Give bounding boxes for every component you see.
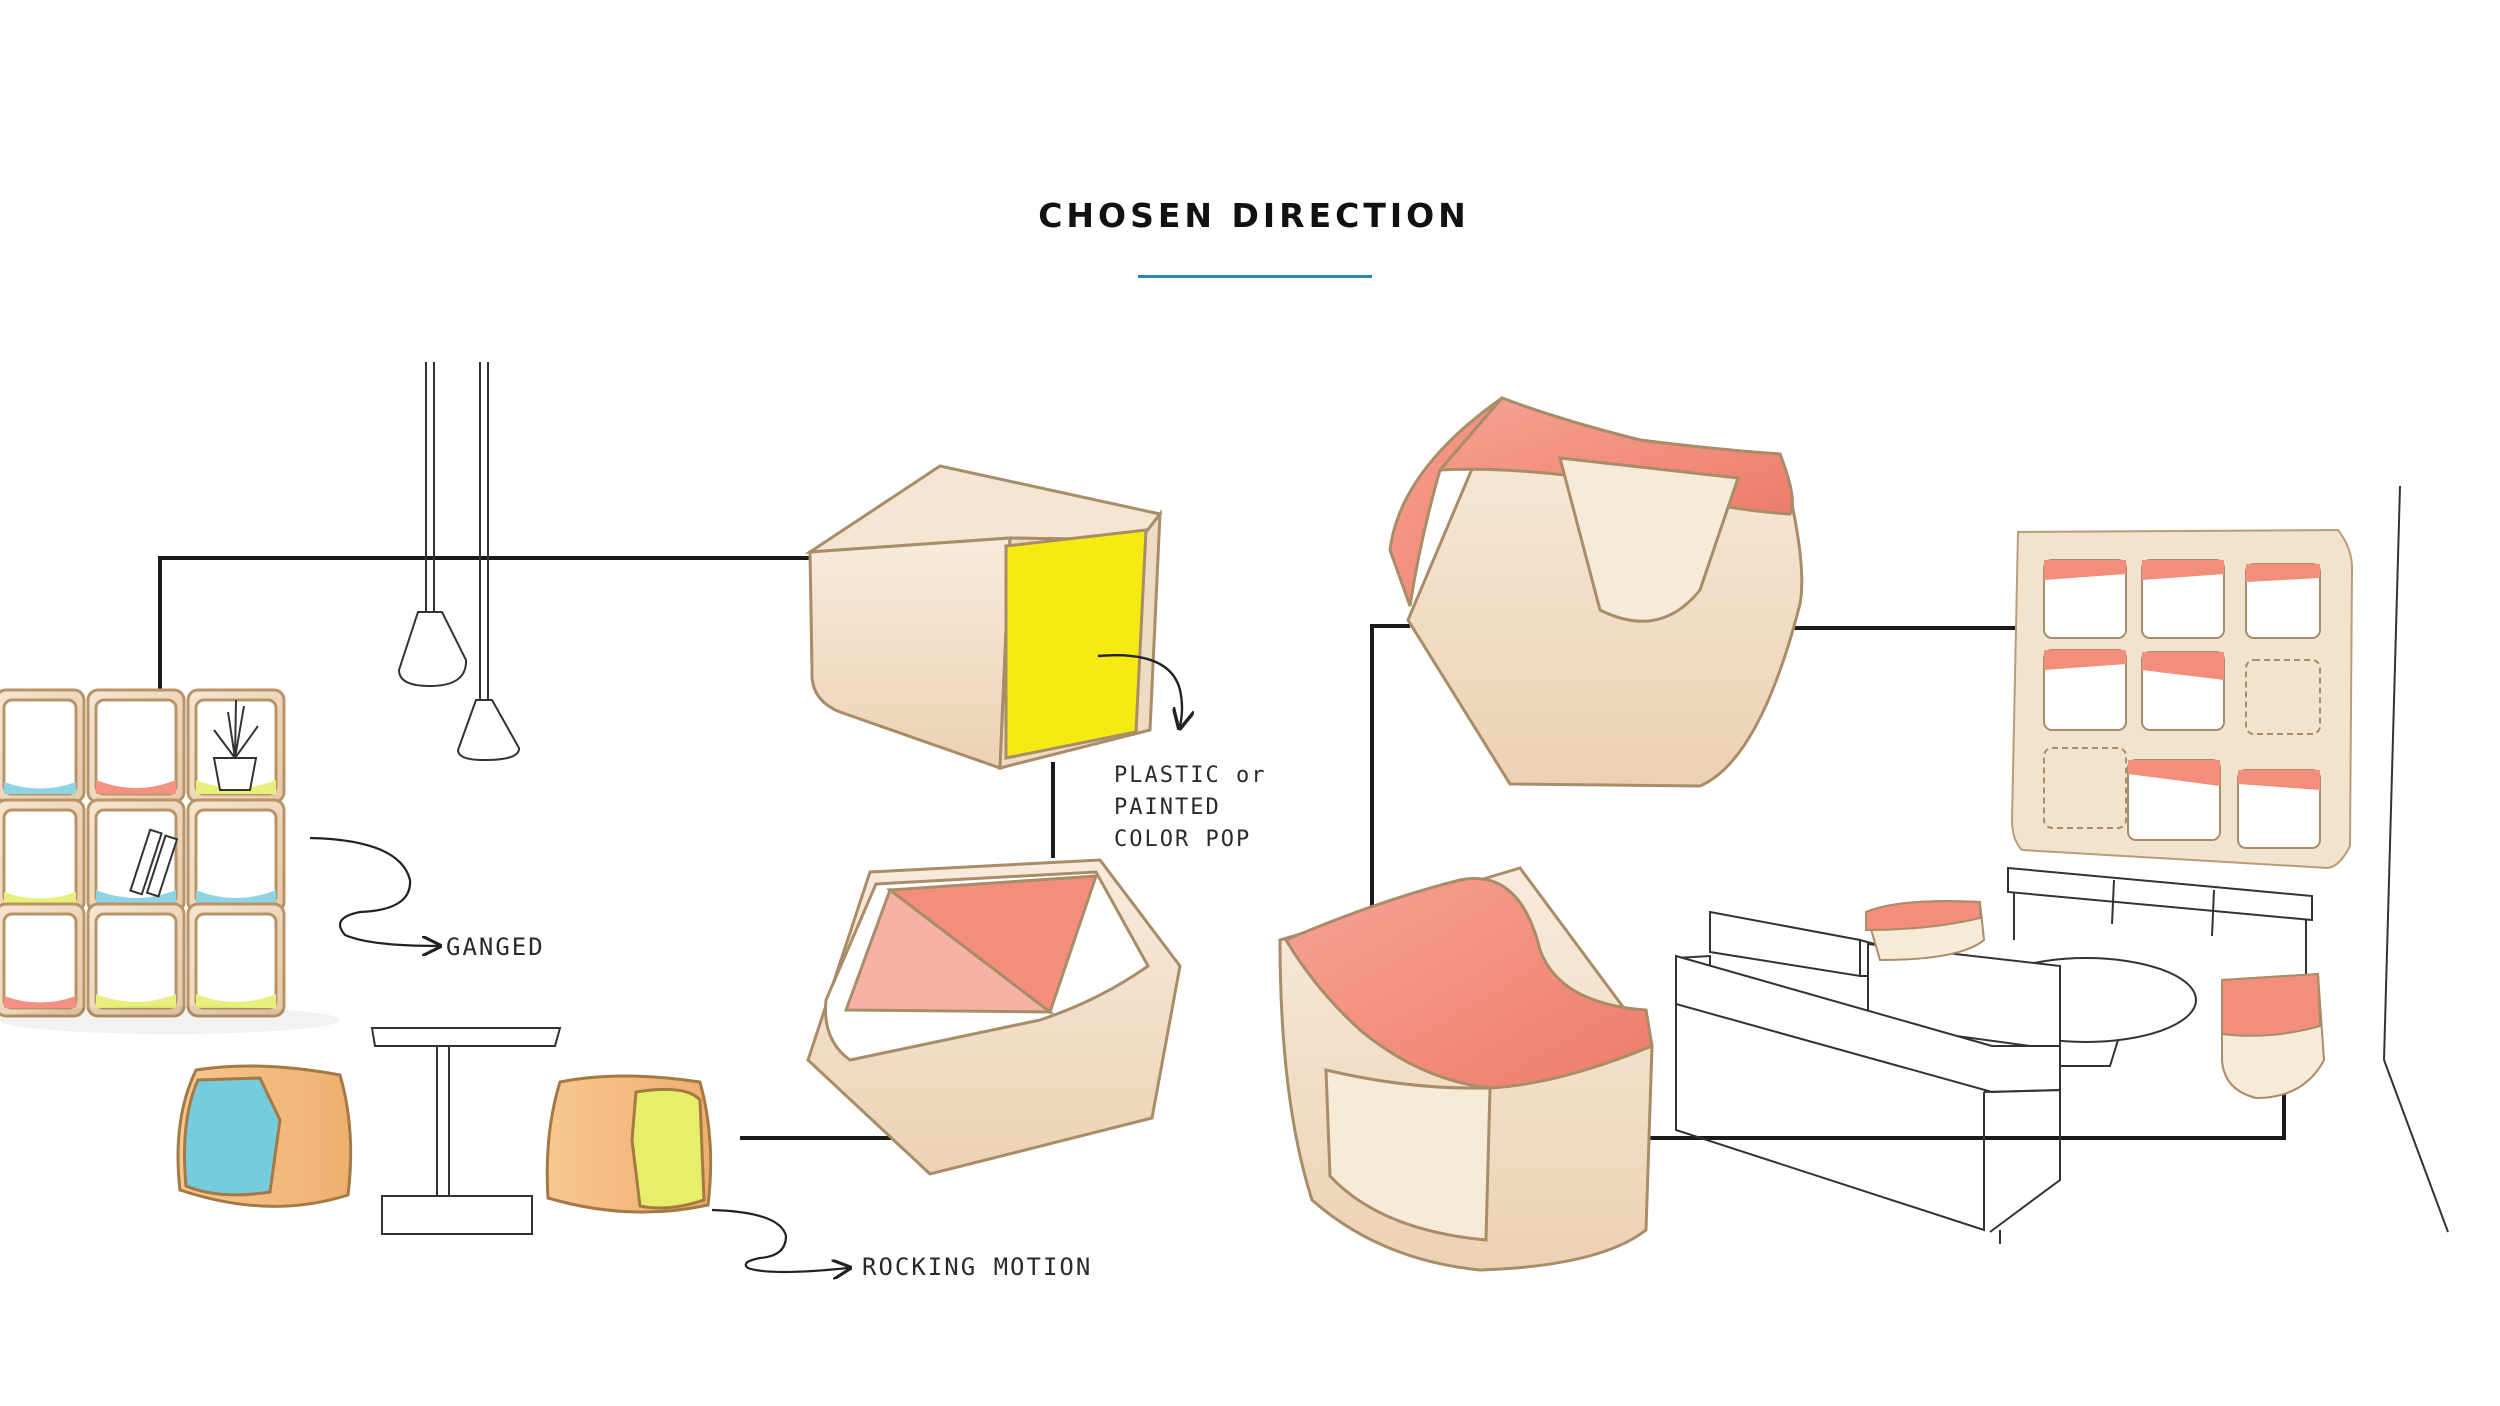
colorpop-label-line2: PAINTED bbox=[1114, 795, 1221, 820]
ganged-label: GANGED bbox=[446, 933, 545, 961]
title-underline bbox=[1138, 275, 1372, 278]
pendant-lamps bbox=[397, 362, 520, 762]
hex-pod-coral bbox=[806, 858, 1182, 1176]
shelf-plant-and-books bbox=[129, 699, 259, 898]
shelf-shadow bbox=[0, 1006, 340, 1034]
cube-yellow-colorpop bbox=[804, 464, 1163, 771]
lounge-chair-tilted bbox=[1388, 396, 1804, 788]
page-title: CHOSEN DIRECTION bbox=[1038, 196, 1470, 235]
rocking-label: ROCKING MOTION bbox=[862, 1253, 1092, 1281]
colorpop-arrow bbox=[1097, 654, 1182, 726]
rocking-arrow bbox=[711, 1208, 848, 1272]
rocking-stool-lime bbox=[545, 1074, 713, 1214]
left-connector-lines bbox=[158, 556, 1055, 1140]
ganged-arrow bbox=[309, 836, 438, 946]
lounge-room-sketch bbox=[1675, 485, 2449, 1244]
colorpop-label-line1: PLASTIC or bbox=[1114, 763, 1266, 788]
bistro-table bbox=[370, 1027, 562, 1235]
colorpop-label-line3: COLOR POP bbox=[1114, 827, 1251, 852]
lounge-chair-large bbox=[1278, 866, 1654, 1272]
rocking-stool-cyan bbox=[176, 1064, 353, 1208]
